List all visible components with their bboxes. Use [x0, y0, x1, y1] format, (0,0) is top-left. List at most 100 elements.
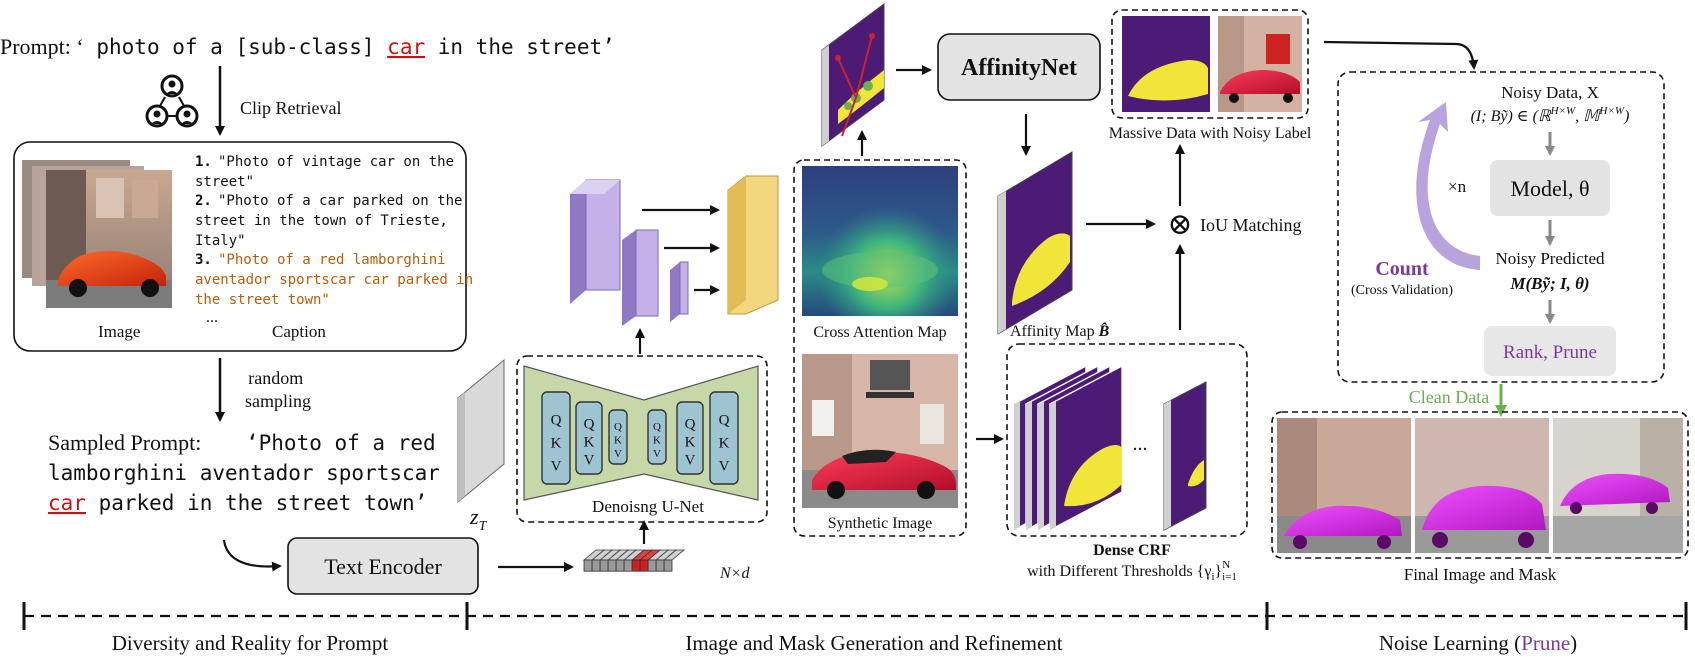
unet-dashed-box	[516, 355, 768, 523]
qkv-block	[647, 409, 667, 465]
crf-map-edge	[1014, 401, 1020, 530]
qkv-letter: Q	[614, 421, 622, 433]
text-encoder-box	[287, 537, 479, 595]
token-cell	[615, 559, 625, 572]
rank-prune-box	[1484, 326, 1616, 376]
massive-image	[1218, 16, 1302, 112]
affinitynet-label: AffinityNet	[961, 55, 1077, 81]
noisy-data-label: Noisy Data, X	[1501, 83, 1599, 102]
final-image-2	[1415, 418, 1549, 553]
noisy-predicted-label: Noisy Predicted	[1495, 249, 1605, 268]
qkv-letter: V	[584, 453, 595, 469]
token-embedding	[582, 549, 686, 572]
final-image-3	[1553, 418, 1683, 553]
qkv-letter: K	[584, 435, 595, 451]
prompt-text: Prompt: ‘ photo of a [sub-class] car in …	[0, 34, 615, 59]
synthetic-label: Synthetic Image	[828, 515, 932, 532]
crf-map-edge	[1050, 401, 1056, 530]
noisy-data-formula: (I; Bỹ) ∈ (ℝH×W, 𝕄H×W)	[1471, 105, 1630, 125]
qkv-letter: Q	[584, 417, 595, 433]
affinity-map-label: Affinity Map B̂	[1010, 321, 1110, 340]
crf-mask	[1064, 445, 1122, 507]
arrow-to-encoder	[222, 539, 282, 572]
cross-attention-map	[802, 166, 958, 316]
iou-label: IoU Matching	[1200, 215, 1301, 235]
qkv-letter: K	[653, 434, 661, 446]
count-label: Count	[1375, 258, 1429, 280]
qkv-letter: K	[551, 436, 562, 452]
token-cell	[607, 559, 617, 572]
token-cell	[623, 559, 633, 572]
crf-last-map	[1163, 381, 1207, 531]
text-encoder-label: Text Encoder	[324, 554, 442, 579]
massive-label: Massive Data with Noisy Label	[1109, 125, 1312, 142]
token-cell	[599, 559, 609, 572]
token-cell	[639, 559, 649, 572]
prompt-tail: in the street’	[425, 35, 615, 59]
unet-label: Denoisng U-Net	[592, 497, 704, 516]
caption-3: 3. "Photo of a red lamborghini aventador…	[195, 252, 482, 308]
count-arrow	[1416, 102, 1480, 270]
qkv-letter: V	[614, 448, 622, 460]
attention-frame	[821, 3, 885, 147]
clean-data-label: Clean Data	[1409, 387, 1489, 407]
qkv-letter: Q	[685, 417, 696, 433]
arrow-massive-noise	[1323, 40, 1479, 70]
prompt-body: photo of a [sub-class]	[84, 35, 387, 59]
qkv-letter: V	[551, 459, 562, 475]
crf-title: Dense CRF	[1093, 542, 1171, 559]
section-noise-label: Noise Learning (Prune)	[1379, 631, 1577, 655]
qkv-block	[676, 401, 704, 475]
crf-stack	[1013, 364, 1123, 532]
qkv-letter: Q	[719, 413, 730, 429]
token-cell	[655, 559, 665, 572]
cross-attention-label: Cross Attention Map	[813, 324, 946, 341]
section-generation-label: Image and Mask Generation and Refinement	[685, 631, 1062, 655]
final-dashed-box	[1271, 411, 1689, 559]
final-label: Final Image and Mask	[1404, 565, 1557, 584]
image-label: Image	[98, 322, 140, 341]
token-cell	[647, 559, 657, 572]
model-label: Model, θ	[1511, 176, 1590, 201]
qkv-letter: Q	[653, 421, 661, 433]
section-prompt-label: Diversity and Reality for Prompt	[112, 631, 389, 655]
clip-retrieval-label: Clip Retrieval	[240, 98, 341, 118]
qkv-letter: K	[719, 436, 730, 452]
qkv-letter: K	[685, 435, 696, 451]
qkv-block	[608, 409, 628, 465]
synthetic-image	[802, 354, 958, 508]
nxd-label: N×d	[719, 565, 750, 582]
prompt-word: car	[387, 35, 425, 59]
noisy-predicted-formula: M(Bỹ; I, θ)	[1509, 274, 1589, 293]
crf-map-edge	[1038, 401, 1044, 530]
retrieval-image-stack	[22, 160, 172, 308]
token-cell	[663, 559, 673, 572]
latent-zt	[457, 358, 505, 504]
attention-dashed-box	[793, 159, 967, 537]
token-cell	[631, 559, 641, 572]
noise-dashed-box	[1337, 71, 1665, 383]
qkv-letter: K	[614, 434, 622, 446]
random-sampling-label: random sampling	[245, 368, 311, 411]
cross-validation-label: (Cross Validation)	[1351, 283, 1453, 298]
crf-map-edge	[1026, 401, 1032, 530]
xn-label: ×n	[1448, 177, 1467, 196]
retrieval-ellipsis: ...	[206, 309, 218, 326]
sampled-prompt: Sampled Prompt: ‘Photo of a red lamborgh…	[48, 430, 445, 515]
token-cell	[591, 559, 601, 572]
prompt-lead: Prompt: ‘	[0, 34, 84, 59]
users-icon	[145, 74, 199, 128]
final-image-1	[1277, 418, 1411, 553]
qkv-letter: V	[653, 448, 661, 460]
rank-prune-label: Rank, Prune	[1503, 342, 1597, 363]
zt-label: zT	[469, 504, 488, 534]
iou-symbol: ⊗	[1167, 208, 1192, 241]
massive-dashed-box	[1111, 9, 1309, 119]
model-box	[1490, 160, 1610, 216]
qkv-letter: V	[719, 459, 730, 475]
caption-list: 1. "Photo of vintage car on the street" …	[195, 154, 482, 308]
qkv-block	[541, 391, 571, 485]
